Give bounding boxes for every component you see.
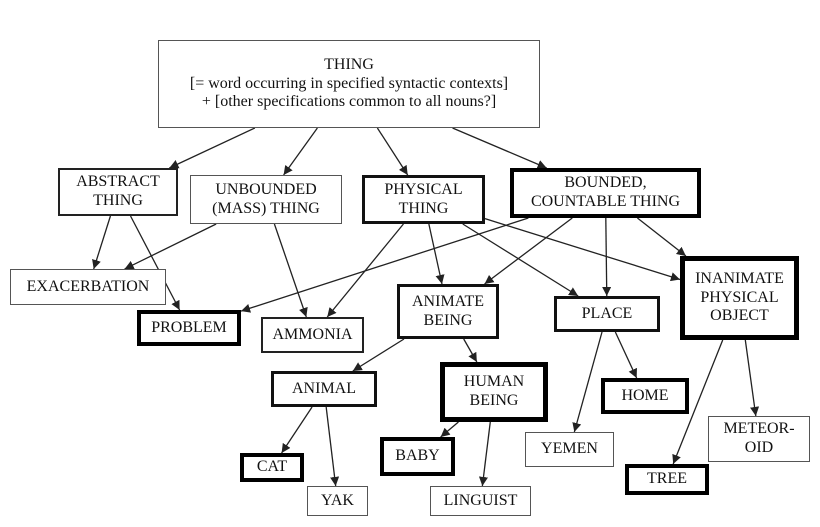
node-exacerbation-label: EXACERBATION xyxy=(26,277,150,295)
node-inanimate-physical-object: INANIMATE PHYSICAL OBJECT xyxy=(680,256,799,340)
edge-animal-to-cat xyxy=(281,406,313,454)
edge-unbounded-to-ammonia xyxy=(273,223,308,318)
node-unbounded-mass-thing: UNBOUNDED (MASS) THING xyxy=(190,175,342,224)
node-ammonia: AMMONIA xyxy=(261,317,364,353)
node-yemen-label: YEMEN xyxy=(541,440,598,458)
node-inanimate-physical-object-label: INANIMATE PHYSICAL OBJECT xyxy=(695,269,784,325)
node-tree-label: TREE xyxy=(647,470,687,488)
node-meteoroid-label: METEOR- OID xyxy=(723,420,795,456)
node-problem: PROBLEM xyxy=(137,310,241,346)
edge-bounded-to-place xyxy=(602,217,612,297)
edge-abstract-to-exacerbation xyxy=(92,215,112,270)
edge-human-to-baby xyxy=(440,421,459,438)
node-thing-label: THING [= word occurring in specified syn… xyxy=(189,55,509,111)
node-ammonia-label: AMMONIA xyxy=(272,325,353,343)
edge-inanimate-to-meteoroid xyxy=(744,339,760,417)
node-baby: BABY xyxy=(380,437,455,476)
node-home-label: HOME xyxy=(621,386,669,404)
edge-place-to-home xyxy=(614,331,638,379)
node-physical-thing: PHYSICAL THING xyxy=(362,175,485,224)
node-problem-label: PROBLEM xyxy=(151,318,227,336)
edge-physical-to-inanimate xyxy=(484,218,681,282)
node-home: HOME xyxy=(601,378,689,414)
edge-animal-to-yak xyxy=(325,406,340,487)
node-linguist-label: LINGUIST xyxy=(443,491,518,509)
node-unbounded-mass-thing-label: UNBOUNDED (MASS) THING xyxy=(212,180,320,217)
edge-thing-to-bounded xyxy=(452,127,547,169)
node-linguist: LINGUIST xyxy=(430,486,531,516)
node-thing: THING [= word occurring in specified syn… xyxy=(158,40,540,128)
edge-bounded-to-animate xyxy=(484,217,573,285)
edge-physical-to-animate xyxy=(428,223,445,285)
edge-bounded-to-problem xyxy=(240,217,529,313)
node-animate-being-label: ANIMATE BEING xyxy=(412,292,484,329)
edge-abstract-to-problem xyxy=(129,215,181,311)
node-animate-being: ANIMATE BEING xyxy=(397,284,499,339)
node-place-label: PLACE xyxy=(581,304,633,322)
node-physical-thing-label: PHYSICAL THING xyxy=(384,180,463,217)
node-abstract-thing-label: ABSTRACT THING xyxy=(76,173,160,209)
node-bounded-countable-thing: BOUNDED, COUNTABLE THING xyxy=(510,168,701,218)
node-cat-label: CAT xyxy=(256,458,288,476)
node-cat: CAT xyxy=(240,453,304,482)
node-animal: ANIMAL xyxy=(271,371,377,407)
edge-animate-to-animal xyxy=(352,338,405,372)
node-bounded-countable-thing-label: BOUNDED, COUNTABLE THING xyxy=(530,174,681,210)
node-yak-label: YAK xyxy=(321,491,354,509)
node-animal-label: ANIMAL xyxy=(292,379,356,397)
edge-thing-to-unbounded xyxy=(283,127,318,176)
edge-thing-to-abstract xyxy=(169,127,256,169)
edge-thing-to-physical xyxy=(376,127,409,176)
node-human-being-label: HUMAN BEING xyxy=(463,373,525,409)
node-baby-label: BABY xyxy=(395,447,440,465)
edge-inanimate-to-tree xyxy=(672,339,724,465)
node-meteoroid: METEOR- OID xyxy=(708,416,810,462)
edge-physical-to-place xyxy=(462,223,579,297)
node-yemen: YEMEN xyxy=(525,432,614,467)
node-tree: TREE xyxy=(625,464,709,495)
edge-unbounded-to-exacerbation xyxy=(124,223,217,270)
edge-place-to-yemen xyxy=(572,331,603,433)
node-yak: YAK xyxy=(307,486,368,516)
edge-bounded-to-inanimate xyxy=(637,217,687,257)
node-exacerbation: EXACERBATION xyxy=(10,269,166,305)
node-abstract-thing: ABSTRACT THING xyxy=(58,168,178,216)
edge-animate-to-human xyxy=(463,338,478,363)
node-human-being: HUMAN BEING xyxy=(440,362,548,422)
node-place: PLACE xyxy=(554,296,660,332)
edge-human-to-linguist xyxy=(478,421,491,487)
